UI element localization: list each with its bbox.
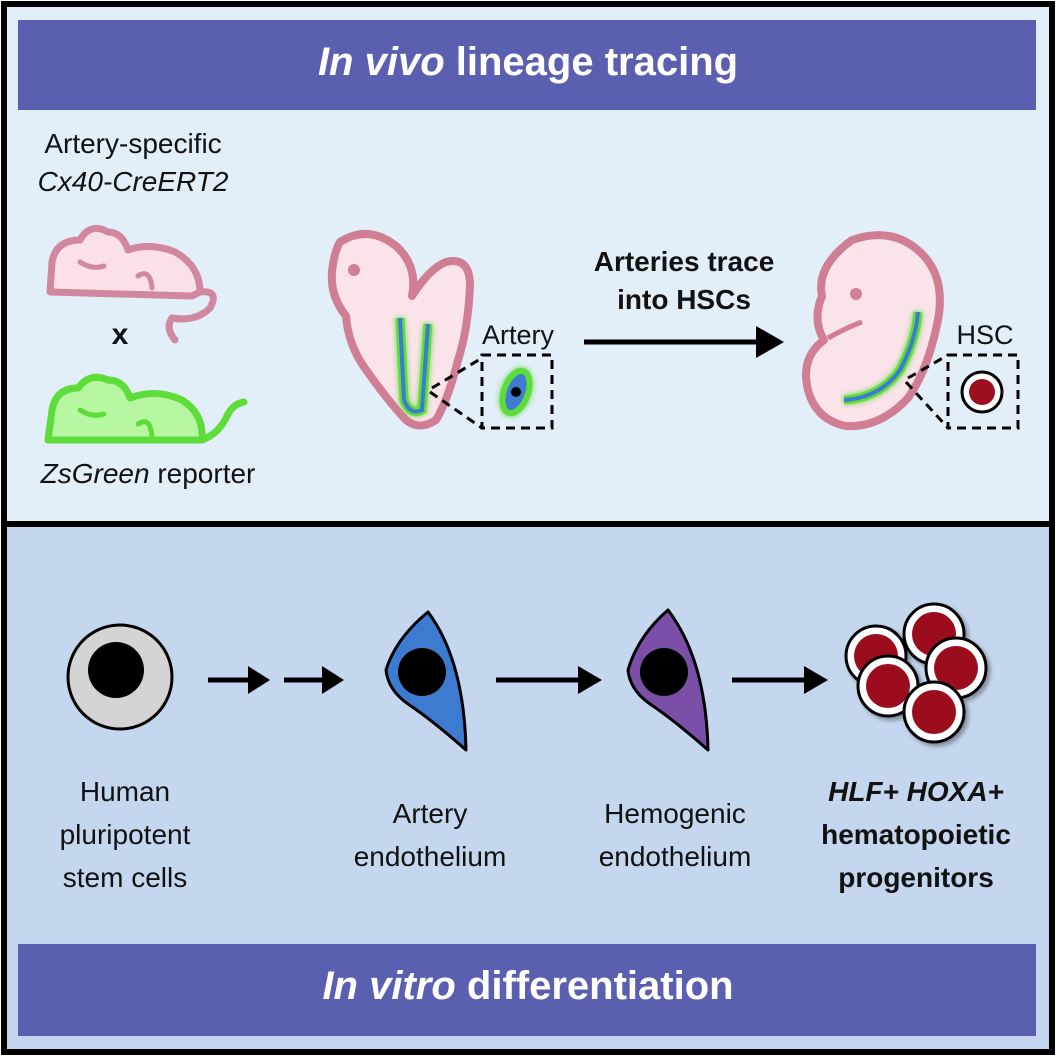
top-banner [18, 20, 1036, 110]
artery-endothelium-icon [384, 610, 468, 752]
embryo-late-icon [802, 231, 944, 431]
progenitor-cluster-icon [844, 602, 988, 744]
stage-2-label: Artery endothelium [330, 792, 530, 878]
stage-2-line-2: endothelium [353, 841, 507, 872]
reporter-rest: reporter [149, 458, 256, 489]
stage-3-line-1: Hemogenic [604, 798, 746, 829]
reporter-italic: ZsGreen [40, 458, 150, 489]
mouse-label-line-1: Artery-specific [44, 128, 222, 159]
arrow-3 [496, 666, 602, 694]
stage-4-line-1: HLF+ HOXA+ [796, 770, 1036, 813]
trace-arrow [584, 326, 784, 358]
arrow-4 [732, 666, 828, 694]
bottom-title-rest: differentiation [455, 964, 734, 1008]
top-title: In vivo lineage tracing [0, 40, 1056, 85]
hsc-inset [904, 353, 1020, 430]
arrow-label-line-1: Arteries trace [593, 246, 775, 277]
arrow-1 [208, 666, 270, 694]
hsc-label: HSC [956, 320, 1014, 350]
top-title-rest: lineage tracing [444, 40, 739, 84]
bottom-title: In vitro differentiation [0, 964, 1056, 1009]
hemogenic-endothelium-icon [626, 608, 710, 752]
stage-3-line-2: endothelium [598, 841, 752, 872]
stage-4-hoxa: HOXA+ [906, 776, 1004, 807]
stage-4-line-3: progenitors [838, 862, 994, 893]
pink-mouse-icon [46, 224, 217, 344]
top-title-italic: In vivo [317, 40, 445, 84]
stage-1-line-2: pluripotent [59, 819, 191, 850]
stage-1-line-1: Human [79, 776, 171, 807]
arrow-label-line-2: into HSCs [617, 284, 751, 315]
bottom-banner [18, 944, 1036, 1036]
green-mouse-icon [44, 373, 248, 444]
arrow-2 [284, 666, 344, 694]
artery-label: Artery [481, 320, 554, 350]
stage-4-hlf: HLF+ [828, 776, 899, 807]
stage-2-line-1: Artery [392, 798, 468, 829]
cross-symbol: x [111, 318, 129, 351]
bottom-title-italic: In vitro [322, 964, 456, 1008]
stage-3-label: Hemogenic endothelium [572, 792, 778, 878]
stage-4-label: HLF+ HOXA+ hematopoietic progenitors [796, 770, 1036, 899]
stage-1-label: Human pluripotent stem cells [40, 770, 210, 899]
stem-cell-icon [66, 623, 174, 731]
reporter-label: ZsGreen reporter [0, 458, 296, 490]
embryo-early-icon [327, 229, 474, 430]
artery-inset [429, 353, 554, 430]
stage-4-line-2: hematopoietic [821, 819, 1011, 850]
stage-1-line-3: stem cells [62, 862, 188, 893]
mouse-label-line-2: Cx40-CreERT2 [37, 166, 229, 197]
